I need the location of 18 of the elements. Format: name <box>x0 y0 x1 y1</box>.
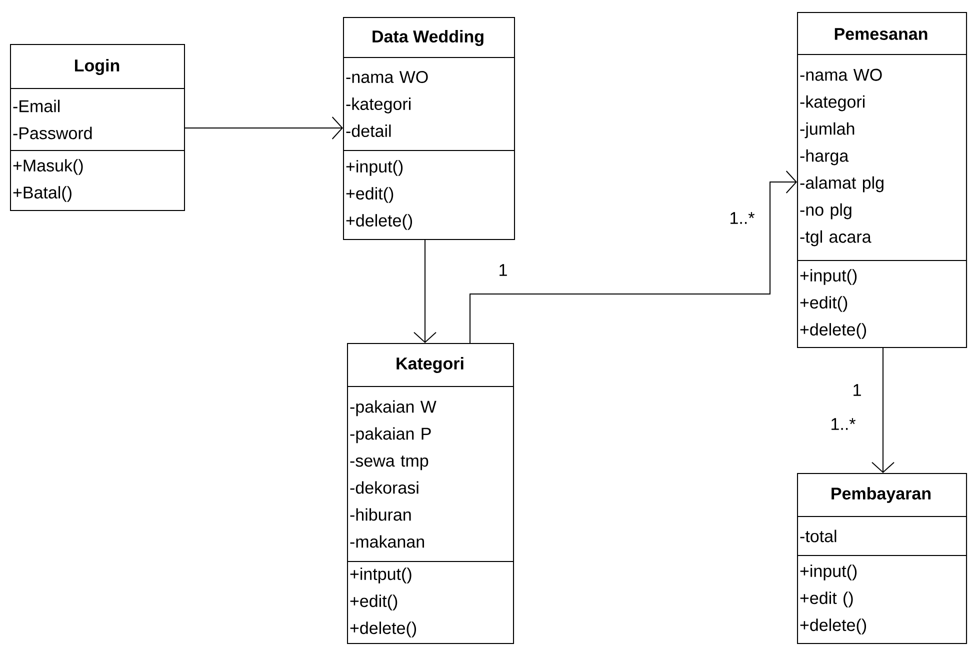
method-compartment: +input() +edit () +delete() <box>797 555 968 644</box>
attribute-compartment: -nama WO -kategori -jumlah -harga -alamat plg -no plg -tgl acara <box>797 54 968 261</box>
arrow <box>184 116 343 140</box>
multiplicity-label: 1..* <box>832 418 856 430</box>
attribute-compartment: -nama WO -kategori -detail <box>343 57 515 151</box>
attribute-compartment: -total <box>797 516 968 556</box>
method-compartment: +intput() +edit() +delete() <box>347 561 514 644</box>
arrow <box>872 348 895 473</box>
multiplicity-label: 1 <box>854 384 861 396</box>
attribute-compartment: -pakaian W -pakaian P -sewa tmp -dekorasi -hiburan -makanan <box>347 386 514 562</box>
method-compartment: +input() +edit() +delete() <box>343 150 515 240</box>
multiplicity-label: 1..* <box>730 212 754 224</box>
method-compartment: +Masuk() +Batal() <box>10 150 185 211</box>
attribute-compartment: -Email -Password <box>10 88 185 151</box>
arrow <box>414 240 436 343</box>
arrow <box>470 170 798 344</box>
method-compartment: +input() +edit() +delete() <box>797 260 968 348</box>
multiplicity-label: 1 <box>500 264 507 276</box>
